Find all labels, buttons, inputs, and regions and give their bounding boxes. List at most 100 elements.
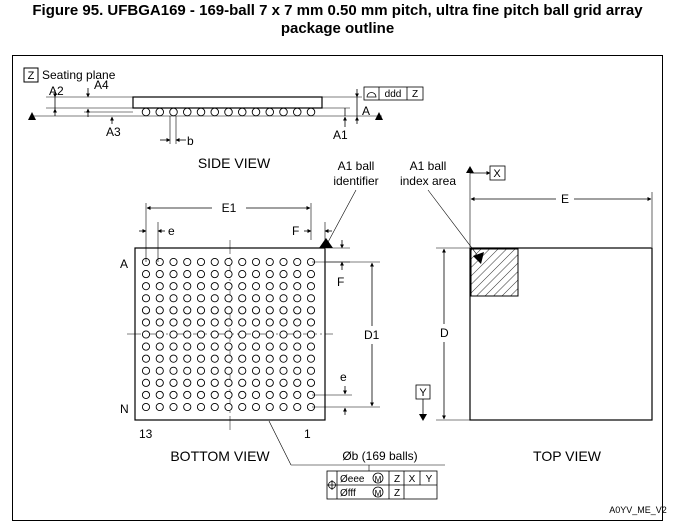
bottom-view-label: BOTTOM VIEW [170,448,270,464]
ball [141,270,151,279]
ball [210,282,219,291]
side-ball [251,107,261,117]
figure-title: Figure 95. UFBGA169 - 169-ball 7 x 7 mm … [0,2,675,38]
ball [238,294,247,303]
e-top-label: e [168,224,175,238]
ball [238,330,247,339]
e1-label: E1 [222,201,237,215]
ball [306,378,316,387]
side-ball [237,107,247,117]
ball [196,402,206,412]
a1-ball-identifier-line1: A1 ball [338,159,375,173]
ball [196,306,206,315]
ball [306,330,316,339]
ball-grid [141,257,316,412]
ball [169,366,178,375]
ball [224,257,233,267]
ball [224,354,233,363]
ball [238,270,247,279]
ball [141,306,151,315]
ball [196,270,206,279]
drawing-frame [12,55,663,521]
ball [169,402,178,412]
ball [210,342,219,351]
figure-title-line-2: package outline [280,20,395,37]
ball [210,294,219,303]
ball [251,342,261,351]
ball [293,330,302,339]
ball [196,257,206,267]
fcf-mmc-1: M [375,475,382,484]
ball [141,294,151,303]
a1-ball-identifier-marker [319,238,333,248]
a1-index-area-marker [473,252,484,264]
ball [293,294,302,303]
ball [224,294,233,303]
fcf-datum-y: Y [426,474,433,485]
x-datum-marker [466,166,474,173]
e-right-label: e [340,370,347,384]
ball [183,354,192,363]
ball [224,318,233,327]
ball [183,306,192,315]
y-datum-label: Y [419,387,427,399]
row-label-first: A [120,257,128,271]
ball [279,318,288,327]
ball [169,330,178,339]
ball [224,378,233,387]
ball [279,390,288,399]
ball [155,318,164,327]
a1-label: A1 [333,128,348,142]
ball [155,306,164,315]
ddd-datum-label: Z [412,89,418,100]
ball [169,342,178,351]
ball [306,366,316,375]
ball [141,282,151,291]
ball-callout-label: Øb (169 balls) [342,449,417,463]
ball [265,342,274,351]
ball [238,402,247,412]
ball [293,366,302,375]
z-datum-box [23,67,39,83]
ball [279,402,288,412]
ball [210,306,219,315]
f-top-label: F [292,224,299,238]
side-ball [141,107,151,117]
side-ball [306,107,316,117]
side-ball [196,107,206,117]
ball [251,294,261,303]
figure-title-line-1: Figure 95. UFBGA169 - 169-ball 7 x 7 mm … [32,2,643,19]
ball [265,330,274,339]
ball [265,270,274,279]
ball [251,366,261,375]
row-label-last: N [120,402,129,416]
d-label: D [440,326,449,340]
ball [265,402,274,412]
ball [279,330,288,339]
a1-ball-index-area-line2: index area [400,174,456,188]
ball [224,306,233,315]
ball [265,390,274,399]
feature-control-frame: Øeee M Z X Y Øfff M Z [326,470,438,500]
side-ball [279,107,288,117]
ball [210,366,219,375]
ball [141,378,151,387]
ball [155,378,164,387]
top-view: A1 ball index area X E D Y TOP VIEW [400,159,653,464]
ball [141,318,151,327]
ball [210,378,219,387]
ball [238,378,247,387]
ball [251,402,261,412]
ball [306,270,316,279]
ball [210,354,219,363]
seating-plane-right-marker [375,112,383,120]
y-datum-marker [419,414,427,421]
ball [224,390,233,399]
ball [279,366,288,375]
ball [306,318,316,327]
ball [306,282,316,291]
ball [169,318,178,327]
ball [155,282,164,291]
ball [183,330,192,339]
ball [265,294,274,303]
